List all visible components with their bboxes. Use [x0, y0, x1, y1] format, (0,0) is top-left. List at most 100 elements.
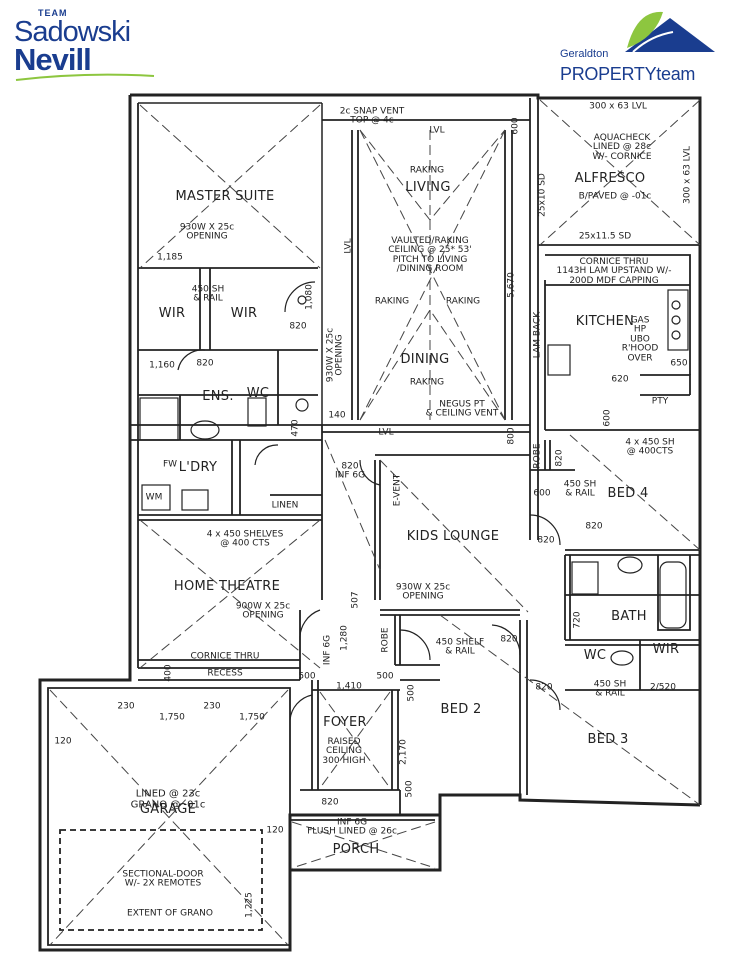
dim-800: 800: [506, 427, 517, 445]
dim-820-foyer: 820: [321, 797, 339, 808]
logo-sadowski-text: Sadowski: [14, 16, 131, 48]
dim-120-left: 120: [54, 736, 72, 747]
dim-1160: 1,160: [149, 360, 175, 371]
master-opening-note: 930W X 25c OPENING: [179, 222, 235, 242]
dim-2520: 2/520: [650, 682, 676, 693]
dim-820-bed4: 820: [537, 535, 555, 546]
pantry-label: PTY: [651, 396, 669, 407]
alfresco-lvl-note: 300 x 63 LVL: [589, 101, 647, 112]
raking-dining-note: RAKING: [409, 377, 445, 388]
laundry-shelves-note: 4 x 450 SHELVES @ 400 CTS: [206, 529, 284, 549]
dim-820-bed2: 820: [500, 634, 518, 645]
kitchen-bench-note: CORNICE THRU 1143H LAM UPSTAND W/- 200D …: [556, 256, 672, 286]
dim-120-right: 120: [266, 825, 284, 836]
room-alfresco: ALFRESCO: [574, 171, 646, 187]
sd-vertical-note: 25x10 SD: [537, 173, 548, 217]
dim-5670: 5,670: [506, 272, 517, 298]
dim-820-bath: 820: [585, 521, 603, 532]
garage-lining-note: LINED @ 23c GRANO @ -01c: [130, 788, 206, 810]
raking-right-note: RAKING: [445, 296, 481, 307]
dim-1080: 1,080: [304, 284, 315, 310]
room-wc-1: WC: [246, 386, 270, 402]
dim-1185: 1,185: [157, 252, 183, 263]
bpaved-note: B/PAVED @ -01c: [578, 191, 652, 202]
dim-500-foyer-left: 500: [298, 671, 316, 682]
room-garage: GARAGE: [139, 802, 197, 818]
theatre-opening-note: 900W X 25c OPENING: [235, 601, 291, 621]
dim-600-bed4: 600: [533, 488, 551, 499]
room-dining: DINING: [400, 352, 450, 368]
logo-team-text: TEAM: [38, 8, 68, 18]
master-shelf-rail-note: 450 SH & RAIL: [191, 284, 225, 304]
house-leaf-icon: [625, 11, 715, 53]
dim-650: 650: [670, 358, 688, 369]
vaulted-ceiling-note: VAULTED/RAKING CEILING @ 25* 53' PITCH T…: [388, 236, 472, 275]
foyer-ceiling-note: RAISED CEILING 300 HIGH: [322, 736, 366, 766]
room-bed-2: BED 2: [440, 702, 482, 718]
room-kitchen: KITCHEN: [575, 314, 635, 330]
dim-600-kitchen: 600: [602, 409, 613, 427]
room-wir-2: WIR: [230, 306, 258, 322]
dim-500-foyer-right: 500: [376, 671, 394, 682]
room-wc-2: WC: [583, 648, 607, 664]
aquacheck-note: AQUACHECK LINED @ 28c W/- CORNICE: [592, 132, 652, 162]
robe-label-1: ROBE: [532, 443, 543, 469]
dim-820-bed3: 820: [535, 682, 553, 693]
dim-620: 620: [611, 374, 629, 385]
extent-of-grano-note: EXTENT OF GRANO: [127, 908, 213, 919]
room-bath: BATH: [611, 609, 647, 625]
washing-machine-label: WM: [145, 492, 163, 503]
negus-ceiling-vent-note: NEGUS PT & CEILING VENT: [425, 399, 499, 419]
inf-6g-note: INF 6G: [322, 634, 333, 666]
dim-1410: 1,410: [336, 681, 362, 692]
bed4-shelf-note: 4 x 450 SH @ 400CTS: [625, 437, 675, 457]
bed4-rail-note: 450 SH & RAIL: [563, 479, 597, 499]
dim-507: 507: [350, 591, 361, 609]
cornice-thru-note: CORNICE THRU: [190, 651, 260, 662]
snap-vent-note: 2c SNAP VENT TOP @ 4c: [339, 106, 405, 126]
room-porch: PORCH: [332, 842, 380, 858]
logo-propertyteam-text: PROPERTYteam: [560, 64, 696, 84]
logo-geraldton-text: Geraldton: [560, 48, 609, 60]
room-kids-lounge: KIDS LOUNGE: [406, 529, 500, 545]
bed3-rail-note: 450 SH & RAIL: [593, 679, 627, 699]
bed2-shelf-note: 450 SHELF & RAIL: [435, 637, 485, 657]
room-master-suite: MASTER SUITE: [175, 189, 275, 205]
sd-note: 25x11.5 SD: [578, 231, 632, 242]
gas-hotplate-note: GAS HP UBO R'HOOD OVER: [621, 315, 659, 364]
room-home-theatre: HOME THEATRE: [173, 579, 281, 595]
room-bed-4: BED 4: [607, 486, 649, 502]
dim-600-top: 600: [510, 117, 521, 135]
logo-nevill-text: Nevill: [14, 42, 92, 77]
dim-1750-right: 1,750: [239, 712, 265, 723]
dim-230-right: 230: [203, 701, 221, 712]
lvl-mid-note: LVL: [378, 427, 394, 438]
e-vent-note: E-VENT: [392, 473, 403, 507]
dim-820-ens: 820: [196, 358, 214, 369]
robe-label-2: ROBE: [380, 627, 391, 653]
floor-waste-note: FW: [162, 459, 178, 470]
lvl-right-note: 300 x 63 LVL: [682, 146, 693, 204]
lvl-left-note: LVL: [343, 238, 354, 254]
lam-back-note: LAM BACK: [532, 311, 543, 359]
room-living: LIVING: [405, 180, 451, 196]
raking-living-note: RAKING: [409, 165, 445, 176]
linen-label: LINEN: [271, 500, 299, 511]
dim-470: 470: [290, 419, 301, 437]
dim-500-bed2: 500: [406, 684, 417, 702]
recess-label: RECESS: [207, 668, 243, 679]
dim-720: 720: [572, 611, 583, 629]
lvl-top-note: LVL: [429, 125, 445, 136]
sadowski-nevill-logo: TEAM Sadowski Nevill: [14, 8, 164, 81]
geraldton-property-team-logo: Geraldton PROPERTYteam: [555, 8, 725, 88]
dim-2170: 2,170: [398, 739, 409, 765]
room-bed-3: BED 3: [587, 732, 629, 748]
raking-left-note: RAKING: [374, 296, 410, 307]
dim-1750-left: 1,750: [159, 712, 185, 723]
sectional-door-note: SECTIONAL-DOOR W/- 2X REMOTES: [122, 869, 204, 889]
dining-opening-note: 930W X 25c OPENING: [325, 327, 345, 383]
dim-1225: 1,225: [244, 892, 255, 918]
inf-6g-door-note: 820 INF 6G: [334, 461, 366, 481]
dim-820-bed4-robe: 820: [554, 449, 565, 467]
